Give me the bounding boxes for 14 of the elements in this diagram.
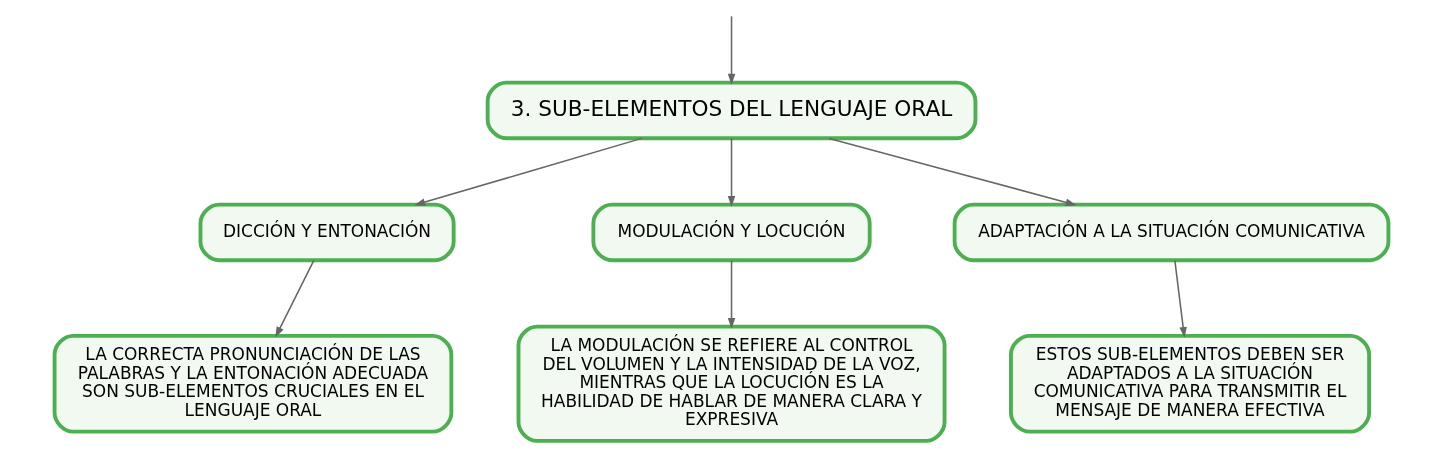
arrow — [1174, 259, 1187, 338]
arrow — [414, 137, 643, 206]
arrow — [275, 259, 315, 338]
node-box: MODULACIÓN Y LOCUCIÓN — [591, 202, 872, 262]
node-box: LA MODULACIÓN SE REFIERE AL CONTROL DEL VOLUMEN Y LA INTENSIDAD DE LA VOZ, MIENTRAS QUE LA LOCUCIÓN ES LA HABILIDAD DE HABLAR DE MANERA CLARA Y EXPRESIVA — [516, 324, 947, 443]
arrow — [727, 137, 736, 207]
node-box: LA CORRECTA PRONUNCIACIÓN DE LAS PALABRAS Y LA ENTONACIÓN ADECUADA SON SUB-ELEMENTOS CRUCIALES EN EL LENGUAJE ORAL — [52, 333, 454, 433]
node-box: 3. SUB-ELEMENTOS DEL LENGUAJE ORAL — [485, 80, 978, 140]
node-box: ADAPTACIÓN A LA SITUACIÓN COMUNICATIVA — [952, 202, 1391, 262]
arrow — [727, 15, 736, 85]
node-box: DICCIÓN Y ENTONACIÓN — [198, 202, 456, 262]
arrow — [828, 137, 1077, 206]
node-box: ESTOS SUB-ELEMENTOS DEBEN SER ADAPTADOS A LA SITUACIÓN COMUNICATIVA PARA TRANSMITIR EL MENSAJE DE MANERA EFECTIVA — [1009, 333, 1372, 433]
arrow — [727, 259, 736, 329]
